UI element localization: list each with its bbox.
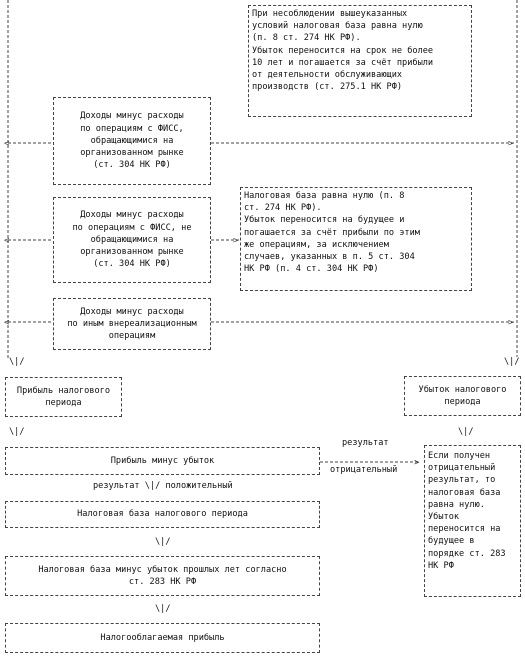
- arrow-down-icon: \|/: [504, 357, 520, 368]
- result-label: результат: [342, 438, 389, 449]
- arrow-left-icon: <: [4, 236, 10, 246]
- arrow-down-icon: \|/: [155, 537, 171, 548]
- tax-base-period-box: Налоговая база налогового периода: [5, 501, 320, 528]
- profit-period-box: Прибыль налогового периода: [5, 377, 122, 417]
- arrow-down-icon: \|/: [9, 427, 25, 438]
- arrow-down-icon: \|/: [9, 357, 25, 368]
- arrow-down-icon: \|/: [155, 604, 171, 615]
- arrow-right-icon: >: [508, 139, 514, 149]
- zero-base-mid-box: Налоговая база равна нулю (п. 8 ст. 274 …: [240, 187, 472, 291]
- arrow-left-icon: <: [4, 139, 10, 149]
- positive-result-label: результат \|/ положительный: [93, 481, 233, 492]
- tax-base-minus-loss-box: Налоговая база минус убыток прошлых лет …: [5, 556, 320, 596]
- negative-label: отрицательный: [330, 465, 398, 476]
- loss-period-box: Убыток налогового периода: [404, 376, 521, 416]
- profit-minus-loss-box: Прибыль минус убыток: [5, 447, 320, 475]
- income-organized-market-box: Доходы минус расходы по операциям с ФИСС…: [53, 97, 211, 185]
- arrow-right-icon: >: [233, 236, 239, 246]
- zero-base-top-box: При несоблюдении вышеуказанных условий н…: [248, 5, 472, 117]
- arrow-down-icon: \|/: [458, 427, 474, 438]
- income-other-box: Доходы минус расходы по иным внереализац…: [53, 298, 211, 350]
- arrow-left-icon: <: [4, 318, 10, 328]
- arrow-right-icon: >: [508, 318, 514, 328]
- negative-result-box: Если получен отрицательный результат, то…: [424, 445, 521, 597]
- arrow-right-icon: >: [414, 458, 420, 468]
- taxable-profit-box: Налогооблагаемая прибыль: [5, 623, 320, 653]
- income-unorganized-market-box: Доходы минус расходы по операциям с ФИСС…: [53, 197, 211, 283]
